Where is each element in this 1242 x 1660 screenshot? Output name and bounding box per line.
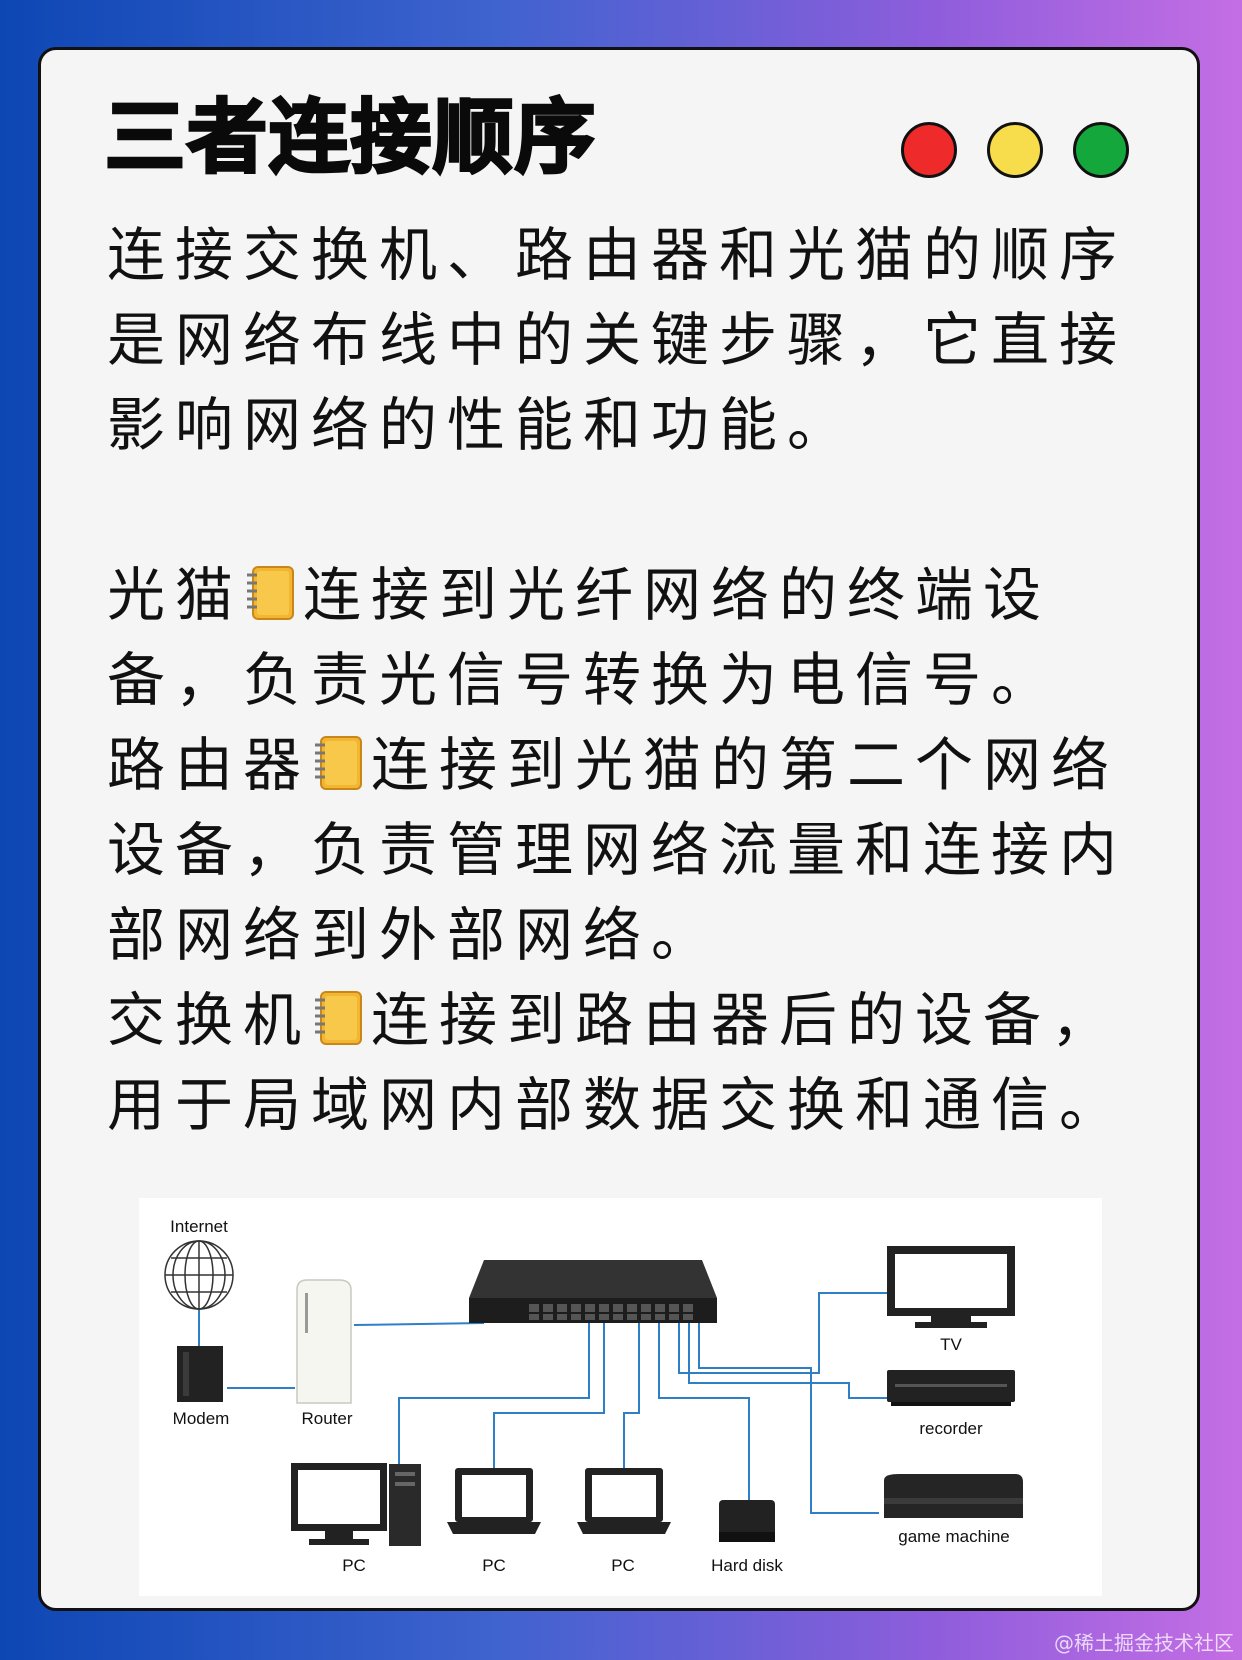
- intro-line: 连接交换机、路由器和光猫的顺序: [107, 221, 1128, 289]
- tv-icon: [887, 1246, 1015, 1328]
- red-dot: [901, 122, 957, 178]
- label-modem: Modem: [173, 1409, 230, 1428]
- network-diagram: Internet Modem Router: [139, 1198, 1102, 1596]
- item-desc: 设备，负责管理网络流量和连接内: [107, 816, 1128, 884]
- pc-desktop-icon: [291, 1463, 421, 1546]
- item-desc: 部网络到外部网络。: [107, 901, 720, 969]
- label-internet: Internet: [170, 1217, 228, 1236]
- game-machine-icon: [884, 1474, 1023, 1518]
- router-icon: [296, 1279, 352, 1404]
- window-dots: [901, 122, 1129, 178]
- content-card: 三者连接顺序 连接交换机、路由器和光猫的顺序 是网络布线中的关键步骤，它直接 影…: [38, 47, 1200, 1611]
- label-recorder: recorder: [919, 1419, 983, 1438]
- label-game-machine: game machine: [898, 1527, 1010, 1546]
- label-pc-2: PC: [482, 1556, 506, 1575]
- connection-lines: [198, 1292, 887, 1514]
- item-desc: 连接到光猫的第二个网络: [371, 731, 1120, 799]
- intro-line: 影响网络的性能和功能。: [107, 391, 856, 459]
- item-modem-line: 光猫连接到光纤网络的终端设: [107, 553, 1167, 638]
- modem-icon: [177, 1346, 223, 1402]
- hard-disk-icon: [719, 1500, 775, 1542]
- item-term: 路由器: [107, 731, 312, 799]
- item-desc: 用于局域网内部数据交换和通信。: [107, 1071, 1128, 1139]
- notebook-icon: [247, 566, 295, 620]
- watermark: @稀土掘金技术社区: [1054, 1631, 1234, 1655]
- item-desc: 备，负责光信号转换为电信号。: [107, 646, 1060, 714]
- laptop-icon: [577, 1468, 671, 1534]
- notebook-icon: [315, 991, 363, 1045]
- item-term: 交换机: [107, 986, 312, 1054]
- switch-icon: [469, 1260, 717, 1323]
- label-hard-disk: Hard disk: [711, 1556, 783, 1575]
- intro-line: 是网络布线中的关键步骤，它直接: [107, 306, 1128, 374]
- label-pc-1: PC: [342, 1556, 366, 1575]
- body-text: 连接交换机、路由器和光猫的顺序 是网络布线中的关键步骤，它直接 影响网络的性能和…: [107, 213, 1167, 1148]
- item-desc: 连接到光纤网络的终端设: [303, 561, 1052, 629]
- item-desc: 连接到路由器后的设备，: [371, 986, 1120, 1054]
- notebook-icon: [315, 736, 363, 790]
- yellow-dot: [987, 122, 1043, 178]
- green-dot: [1073, 122, 1129, 178]
- page-title: 三者连接顺序: [104, 91, 597, 184]
- label-pc-3: PC: [611, 1556, 635, 1575]
- globe-icon: [164, 1240, 234, 1310]
- recorder-icon: [887, 1370, 1015, 1406]
- item-term: 光猫: [107, 561, 244, 629]
- item-switch-line: 交换机连接到路由器后的设备，: [107, 978, 1167, 1063]
- laptop-icon: [447, 1468, 541, 1534]
- label-tv: TV: [940, 1335, 962, 1354]
- label-router: Router: [301, 1409, 352, 1428]
- item-router-line: 路由器连接到光猫的第二个网络: [107, 723, 1167, 808]
